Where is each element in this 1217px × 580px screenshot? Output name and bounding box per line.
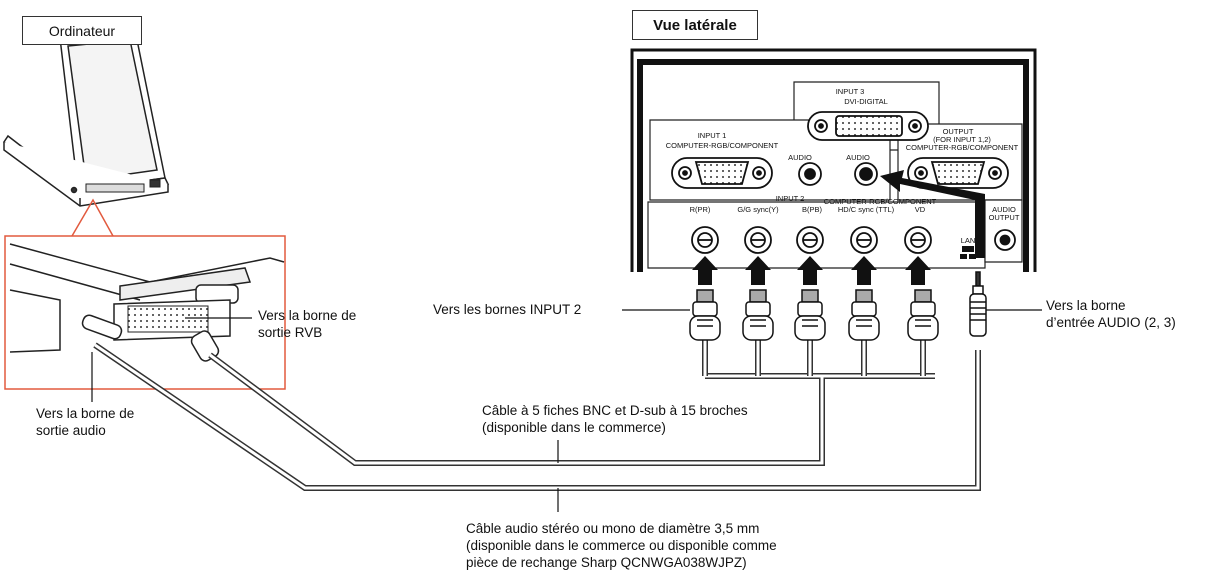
- bnc-plug-4: [848, 289, 880, 341]
- input1-title: INPUT 1: [698, 131, 727, 140]
- lan-icon: [960, 246, 976, 259]
- audio-output-label: Vers la borne de sortie audio: [36, 405, 134, 439]
- output-subtitle1: (FOR INPUT 1,2): [933, 135, 991, 144]
- connection-arrows: [692, 170, 985, 285]
- side-view-title: Vue latérale: [653, 16, 737, 34]
- projector-side-panel: [630, 48, 1037, 272]
- audio-output-jack: [994, 229, 1016, 251]
- audio-cable-label-line2: (disponible dans le commerce ou disponib…: [466, 538, 777, 553]
- vga-input1-connector: [671, 157, 773, 189]
- bnc-plug-5: [907, 289, 939, 341]
- jack-label-vd: VD: [915, 205, 926, 214]
- audio-input-label-line1: Vers la borne: [1046, 298, 1126, 313]
- audio-plug: [969, 271, 987, 337]
- computer-port-closeup: [4, 235, 286, 390]
- bnc-jack-vd: [904, 226, 932, 254]
- output-subtitle2: COMPUTER-RGB/COMPONENT: [906, 143, 1019, 152]
- jack-label-r: R(PR): [690, 205, 711, 214]
- jack-label-b: B(PB): [802, 205, 823, 214]
- bnc-cable-label: Câble à 5 fiches BNC et D-sub à 15 broch…: [482, 402, 748, 436]
- lan-label: LAN: [961, 236, 976, 245]
- input1-subtitle: COMPUTER-RGB/COMPONENT: [666, 141, 779, 150]
- input3-audio-label: AUDIO: [846, 153, 870, 162]
- bnc-cable-label-line1: Câble à 5 fiches BNC et D-sub à 15 broch…: [482, 403, 748, 418]
- audio-output-label-line2: sortie audio: [36, 423, 106, 438]
- input2-subtitle: COMPUTER-RGB/COMPONENT: [824, 197, 937, 206]
- audio-cable-label-line1: Câble audio stéréo ou mono de diamètre 3…: [466, 521, 760, 536]
- input2-title: INPUT 2: [776, 194, 805, 203]
- bnc-jack-r: [691, 226, 719, 254]
- vga-output-connector: [907, 157, 1009, 189]
- leader-lines: [91, 309, 1042, 512]
- audio-output-label2: OUTPUT: [989, 213, 1020, 222]
- rgb-output-label-line2: sortie RVB: [258, 325, 323, 340]
- jack-label-hd: HD/C sync (TTL): [838, 205, 895, 214]
- zoom-pointer: [71, 198, 114, 237]
- audio-cable-label: Câble audio stéréo ou mono de diamètre 3…: [466, 520, 777, 571]
- output-title: OUTPUT: [943, 127, 974, 136]
- bnc-cable-label-line2: (disponible dans le commerce): [482, 420, 666, 435]
- audio-input-label-line2: d’entrée AUDIO (2, 3): [1046, 315, 1176, 330]
- bnc-plug-1: [689, 289, 721, 341]
- input2-terminals-label: Vers les bornes INPUT 2: [433, 301, 581, 318]
- input3-subtitle: DVI-DIGITAL: [844, 97, 888, 106]
- side-view-box: Vue latérale: [632, 10, 758, 40]
- rgb-output-label-line1: Vers la borne de: [258, 308, 357, 323]
- bnc-jack-g: [744, 226, 772, 254]
- audio-jack-input3: [854, 162, 878, 186]
- cables: [93, 340, 981, 491]
- bnc-plugs: [689, 289, 939, 341]
- bnc-jacks: [691, 226, 932, 254]
- audio-output-label1: AUDIO: [992, 205, 1016, 214]
- input1-audio-label: AUDIO: [788, 153, 812, 162]
- input3-title: INPUT 3: [836, 87, 865, 96]
- bnc-jack-b: [796, 226, 824, 254]
- audio-input-label: Vers la borne d’entrée AUDIO (2, 3): [1046, 297, 1176, 331]
- audio-cable-label-line3: pièce de rechange Sharp QCNWGA038WJPZ): [466, 555, 747, 570]
- laptop-illustration: [2, 29, 170, 207]
- bnc-plug-3: [794, 289, 826, 341]
- dvi-connector: [807, 111, 929, 141]
- audio-output-label-line1: Vers la borne de: [36, 406, 135, 421]
- bnc-plug-2: [742, 289, 774, 341]
- audio-jack-input1: [798, 162, 822, 186]
- input2-terminals-text: Vers les bornes INPUT 2: [433, 302, 582, 317]
- computer-label-box: Ordinateur: [22, 16, 142, 45]
- computer-label: Ordinateur: [48, 22, 116, 39]
- rgb-output-label: Vers la borne de sortie RVB: [258, 307, 356, 341]
- jack-label-g: G/G sync(Y): [737, 205, 779, 214]
- bnc-jack-hd: [850, 226, 878, 254]
